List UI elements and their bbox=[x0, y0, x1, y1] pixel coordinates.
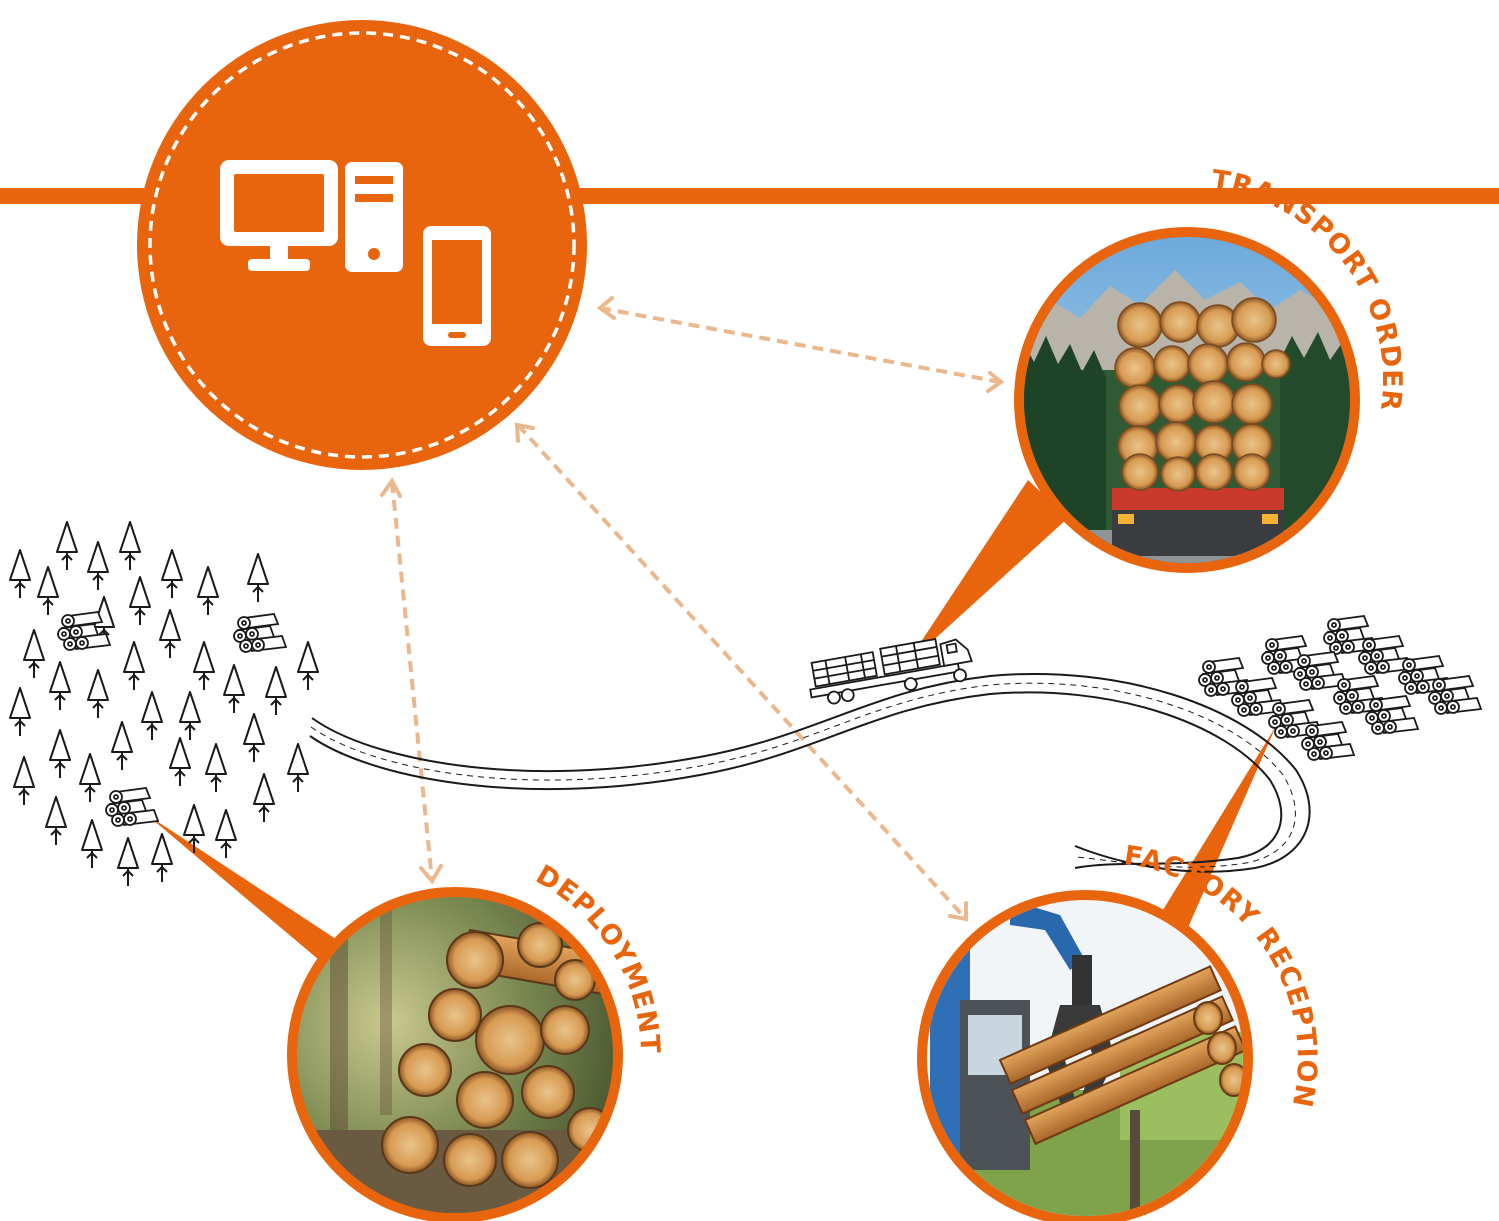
connector-hub-factory bbox=[516, 423, 967, 920]
wedge-deployment bbox=[146, 814, 345, 965]
connector-hub-transport bbox=[599, 306, 1001, 384]
wedge-transport bbox=[905, 480, 1068, 666]
computer-tower-icon bbox=[345, 162, 403, 272]
desktop-monitor-icon bbox=[220, 160, 338, 271]
deployment-circle bbox=[287, 887, 623, 1221]
wedge-factory bbox=[1158, 726, 1276, 930]
hub-circle bbox=[137, 20, 587, 470]
transport-order-photo bbox=[1024, 237, 1350, 563]
connector-hub-deployment bbox=[390, 481, 434, 881]
connectors bbox=[390, 306, 1001, 920]
transport-order-circle bbox=[1014, 227, 1360, 573]
tablet-icon bbox=[423, 226, 491, 346]
road bbox=[309, 672, 1311, 873]
connector-arrowheads bbox=[380, 296, 1005, 922]
factory-reception-circle bbox=[917, 890, 1253, 1221]
forest bbox=[9, 521, 319, 887]
callout-wedges bbox=[146, 480, 1276, 965]
logging-truck-icon bbox=[809, 638, 973, 705]
